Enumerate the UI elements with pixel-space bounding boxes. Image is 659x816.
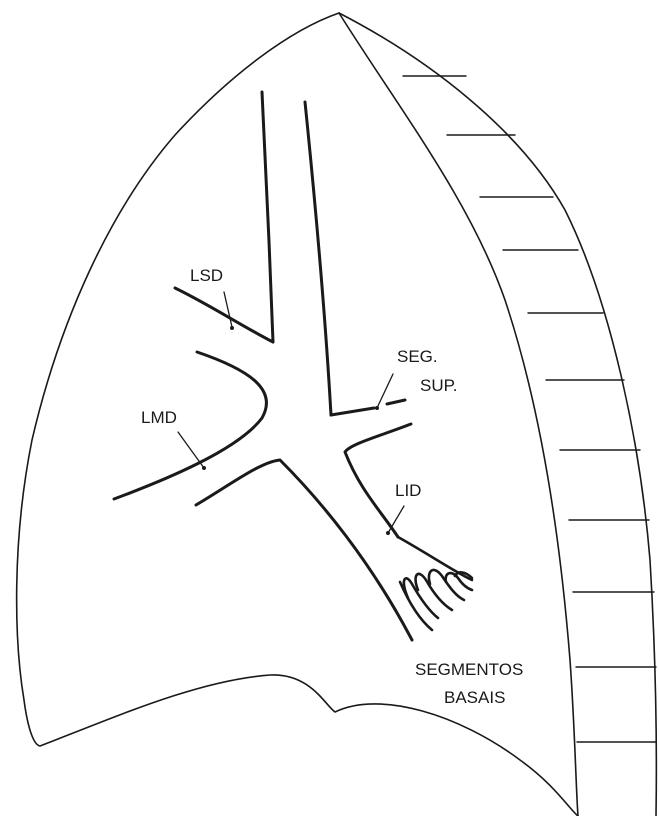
label-basais: BASAIS [444, 688, 505, 707]
lsd-leader [224, 292, 232, 327]
seg-sup-leader-dot [375, 406, 379, 410]
label-seg-sup-1: SEG. [397, 347, 438, 366]
lmd-leader-dot [202, 466, 206, 470]
lid-leader-dot [386, 531, 390, 535]
lmd-leader [178, 432, 204, 468]
trachea-right-wall [305, 102, 331, 415]
basal-loop-1 [404, 578, 438, 618]
label-lid: LID [395, 481, 421, 500]
label-segmentos: SEGMENTOS [415, 660, 523, 679]
lsd-leader-dot [230, 326, 234, 330]
lid-leader [388, 506, 404, 533]
bronchial-tree [114, 92, 472, 640]
label-seg-sup-2: SUP. [420, 376, 458, 395]
upper-lobe-bronchus-wall [175, 288, 273, 342]
superior-segment-bronchus [331, 408, 374, 415]
trachea-left-wall [262, 92, 273, 342]
ribs [403, 76, 656, 742]
middle-lobe-lower-wall [196, 460, 412, 640]
label-lsd: LSD [190, 266, 223, 285]
label-lmd: LMD [141, 408, 177, 427]
superior-segment-bronchus-tip [387, 400, 405, 404]
